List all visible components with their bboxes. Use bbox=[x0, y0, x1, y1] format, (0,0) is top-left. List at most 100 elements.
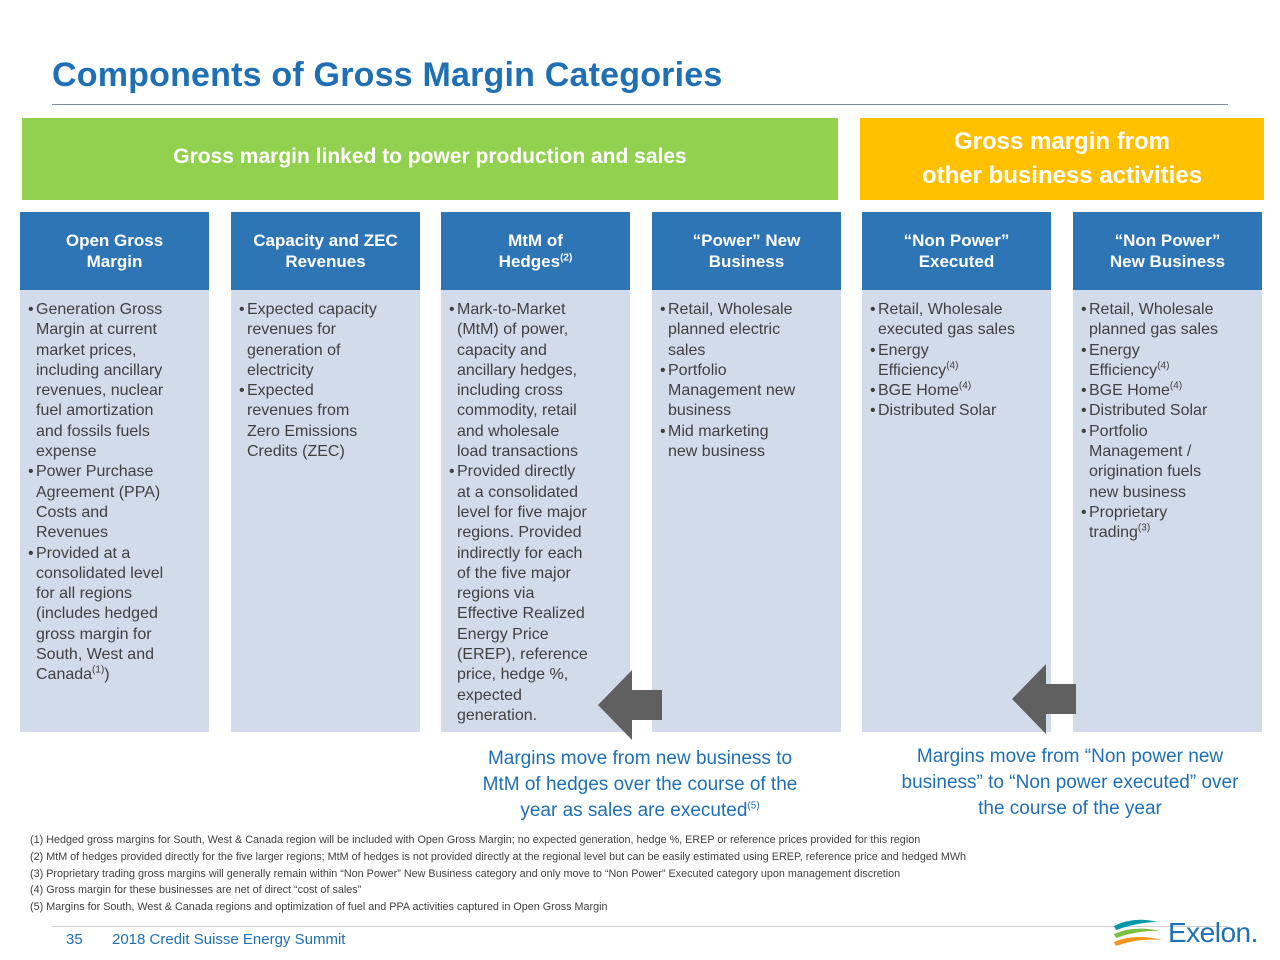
non-power-note-line: Margins move from “Non power new bbox=[916, 746, 1224, 767]
bullet-line: Energy bbox=[878, 341, 929, 359]
bullet-line: load transactions bbox=[457, 443, 578, 461]
bullet-line: including ancillary bbox=[36, 361, 163, 379]
bullet-line: ancillary hedges, bbox=[457, 361, 578, 379]
category-header-line: Business bbox=[693, 251, 801, 272]
exelon-logo-icon bbox=[1114, 919, 1162, 946]
bullet-line: Credits (ZEC) bbox=[247, 443, 345, 461]
bullet-line: indirectly for each bbox=[457, 544, 583, 562]
bullet-line: business bbox=[668, 402, 732, 420]
bullet-line: Mark-to-Market bbox=[457, 301, 566, 318]
category-header-text: “Non Power” bbox=[903, 231, 1010, 250]
category-header-line: “Non Power” bbox=[904, 230, 1010, 251]
bullet-line: and wholesale bbox=[457, 422, 560, 440]
bullet-line: origination fuels bbox=[1089, 463, 1202, 481]
category-header-text: “Power” New bbox=[692, 231, 801, 250]
bullet-line: revenues from bbox=[247, 402, 350, 420]
bullet-line: level for five major bbox=[457, 503, 587, 521]
category-header-line: MtM of bbox=[499, 230, 573, 251]
bullet-line: Effective Realized bbox=[457, 605, 585, 623]
event-name: 2018 Credit Suisse Energy Summit bbox=[112, 931, 346, 948]
bullet-line: Zero Emissions bbox=[247, 422, 358, 440]
footnote-ref: (3) bbox=[1137, 522, 1151, 534]
exelon-logo-text: Exelon. bbox=[1168, 917, 1258, 948]
category-header-text: Business bbox=[708, 252, 785, 271]
bullet-line: price, hedge %, bbox=[457, 666, 569, 684]
bullet-line: (MtM) of power, bbox=[457, 321, 569, 339]
bullet-text: Efficiency bbox=[1089, 361, 1158, 379]
category-header-text: Revenues bbox=[285, 252, 366, 271]
bullet-line: capacity and bbox=[457, 341, 547, 359]
bullet-text: Canada bbox=[36, 666, 93, 684]
bullet-line: Energy Price bbox=[457, 625, 549, 643]
title-divider bbox=[52, 104, 1228, 105]
bullet-line: at a consolidated bbox=[457, 483, 578, 501]
footnote: (3) Proprietary trading gross margins wi… bbox=[30, 867, 901, 880]
bullet-item: BGE Home(4) bbox=[870, 381, 1043, 402]
footnote-ref: (4) bbox=[1169, 380, 1183, 392]
page-title: Components of Gross Margin Categories bbox=[52, 56, 723, 94]
bullet-line: gross margin for bbox=[36, 625, 152, 643]
bullet-line: Distributed Solar bbox=[878, 402, 997, 420]
bullet-line: Canada(1)) bbox=[36, 665, 201, 685]
bullet-line: Management new bbox=[668, 382, 796, 400]
category-header-line: Open Gross bbox=[66, 230, 163, 251]
footer-divider bbox=[52, 926, 1228, 927]
category-header-line: “Power” New bbox=[693, 230, 801, 251]
category-column: Capacity and ZECRevenuesExpected capacit… bbox=[231, 212, 420, 732]
footnote: (5) Margins for South, West & Canada reg… bbox=[30, 901, 608, 914]
category-header-text: Executed bbox=[918, 252, 995, 271]
category-header-text: Margin bbox=[86, 252, 143, 271]
bullet-line: commodity, retail bbox=[457, 402, 577, 420]
bullet-line: (EREP), reference bbox=[457, 646, 588, 664]
category-header: “Non Power”New Business bbox=[1073, 212, 1262, 290]
bullet-line: Retail, Wholesale bbox=[1089, 301, 1214, 318]
bullet-line: Portfolio bbox=[1089, 422, 1148, 440]
bullet-line: South, West and bbox=[36, 646, 154, 664]
footnote-ref: (2) bbox=[560, 252, 573, 264]
category-header-line: Margin bbox=[66, 251, 163, 272]
category-header-text: Open Gross bbox=[65, 231, 164, 250]
bullet-line: expected bbox=[457, 686, 522, 704]
bullet-line: generation. bbox=[457, 706, 538, 724]
footnotes: (1) Hedged gross margins for South, West… bbox=[30, 832, 966, 916]
bullet-line: Generation Gross bbox=[36, 301, 163, 318]
hedge-note-line: year as sales are executed bbox=[520, 800, 748, 821]
category-header-line: Revenues bbox=[253, 251, 398, 272]
bullet-line: regions via bbox=[457, 585, 535, 603]
footnote-ref: (1) bbox=[92, 665, 105, 677]
bullet-line: Mid marketing bbox=[668, 422, 769, 440]
bullet-line: including cross bbox=[457, 382, 563, 400]
bullet-line: and fossils fuels bbox=[36, 422, 150, 440]
bullet-line: market prices, bbox=[36, 341, 137, 359]
category-header-text: New Business bbox=[1109, 252, 1226, 271]
power-production-banner: Gross margin linked to power production … bbox=[22, 118, 838, 200]
bullet-line: electricity bbox=[247, 361, 314, 379]
bullet-line: Costs and bbox=[36, 503, 109, 521]
left-arrow-icon bbox=[1012, 664, 1076, 734]
bullet-line: Efficiency(4) bbox=[878, 361, 1043, 381]
bullet-line: Portfolio bbox=[668, 361, 727, 379]
bullet-line: sales bbox=[668, 341, 706, 359]
bullet-line: regions. Provided bbox=[457, 524, 582, 542]
category-column: “Non Power”New BusinessRetail, Wholesale… bbox=[1073, 212, 1262, 732]
category-column: “Power” NewBusinessRetail, Wholesaleplan… bbox=[652, 212, 841, 732]
footnote: (2) MtM of hedges provided directly for … bbox=[30, 850, 967, 863]
bullet-line: Efficiency(4) bbox=[1089, 361, 1254, 381]
bullet-text: BGE Home bbox=[878, 382, 959, 400]
